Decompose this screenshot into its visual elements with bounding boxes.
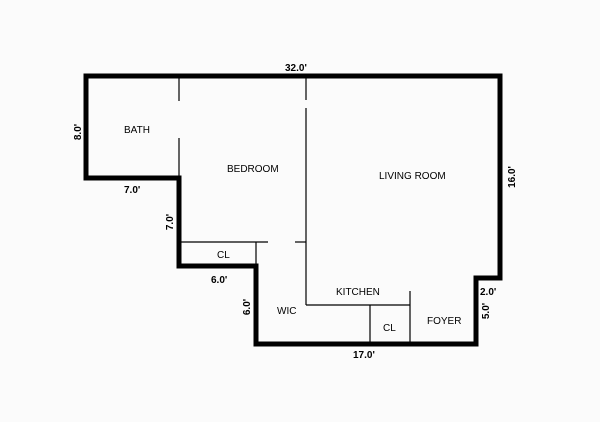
room-label-foyer: FOYER	[427, 316, 461, 327]
dimension-foyer-right: 5.0'	[481, 303, 492, 319]
room-label-bedroom: BEDROOM	[227, 164, 279, 175]
dimension-top: 32.0'	[285, 63, 307, 74]
dimension-bedroom-left: 7.0'	[165, 214, 176, 230]
room-label-closet-foyer: CL	[383, 323, 396, 334]
dimension-bottom: 17.0'	[353, 350, 375, 361]
dimension-right: 16.0'	[507, 166, 518, 188]
dimension-notch-step: 2.0'	[480, 287, 496, 298]
room-label-living-room: LIVING ROOM	[379, 171, 446, 182]
dimension-closet-bottom: 6.0'	[211, 275, 227, 286]
dimension-left-bath: 8.0'	[73, 124, 84, 140]
room-label-closet-bedroom: CL	[217, 250, 230, 261]
dimension-wic-left: 6.0'	[242, 299, 253, 315]
room-label-kitchen: KITCHEN	[336, 287, 380, 298]
room-label-bath: BATH	[124, 125, 150, 136]
dimension-bath-bottom: 7.0'	[124, 185, 140, 196]
room-label-wic: WIC	[277, 306, 296, 317]
exterior-wall	[83, 73, 503, 347]
